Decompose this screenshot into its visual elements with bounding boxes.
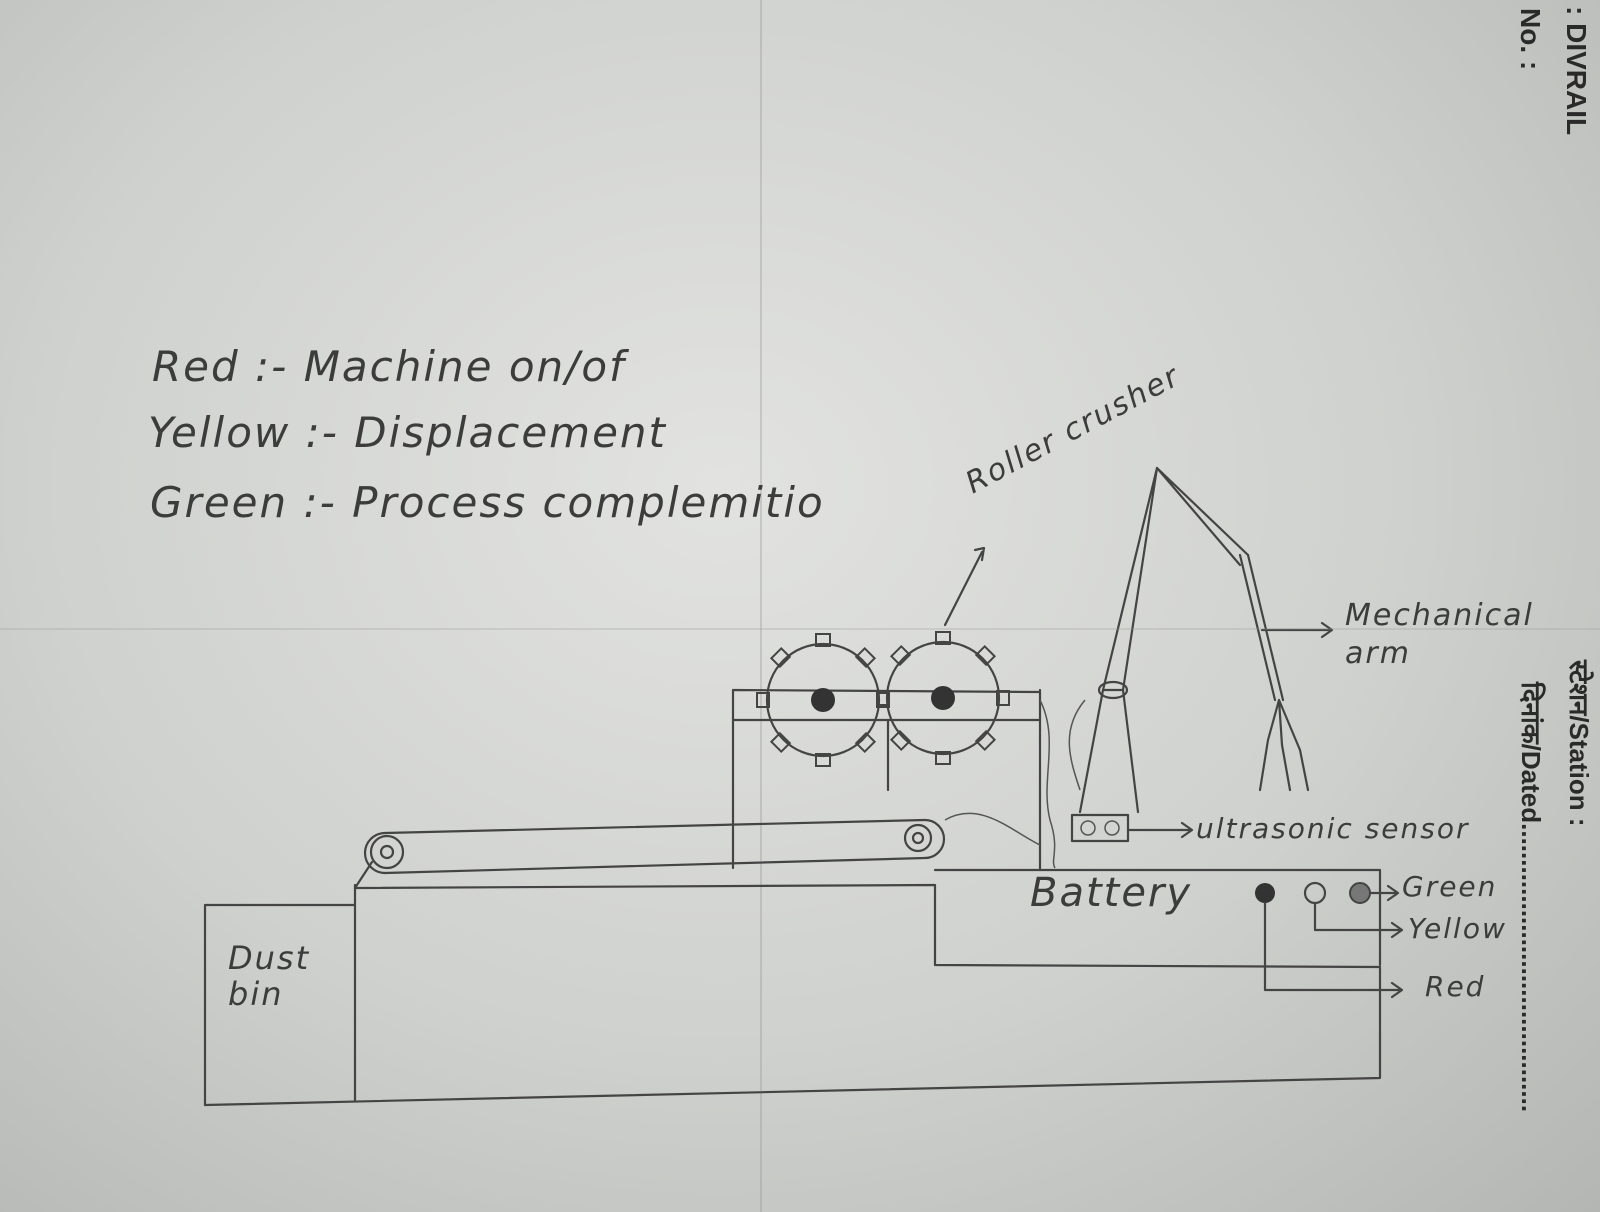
roller-gear-right xyxy=(877,632,1009,764)
label-dust-bin: Dust bin xyxy=(228,940,328,1012)
ultrasonic-sensor-box xyxy=(1072,815,1128,841)
roller-gear-left xyxy=(757,634,889,766)
label-led-yellow: Yellow xyxy=(1408,912,1507,945)
label-ultrasonic-sensor: ultrasonic sensor xyxy=(1196,812,1470,845)
base-platform xyxy=(205,870,1380,1105)
crusher-frame xyxy=(733,690,1040,870)
mechanical-arm xyxy=(1080,468,1308,812)
debris-scribble xyxy=(945,700,1085,868)
label-battery: Battery xyxy=(1030,870,1192,916)
label-mechanical-arm: Mechanical arm xyxy=(1345,597,1555,673)
label-led-red: Red xyxy=(1425,970,1485,1003)
led-indicators xyxy=(1255,883,1400,990)
conveyor-belt xyxy=(355,820,944,888)
label-led-green: Green xyxy=(1402,870,1497,903)
